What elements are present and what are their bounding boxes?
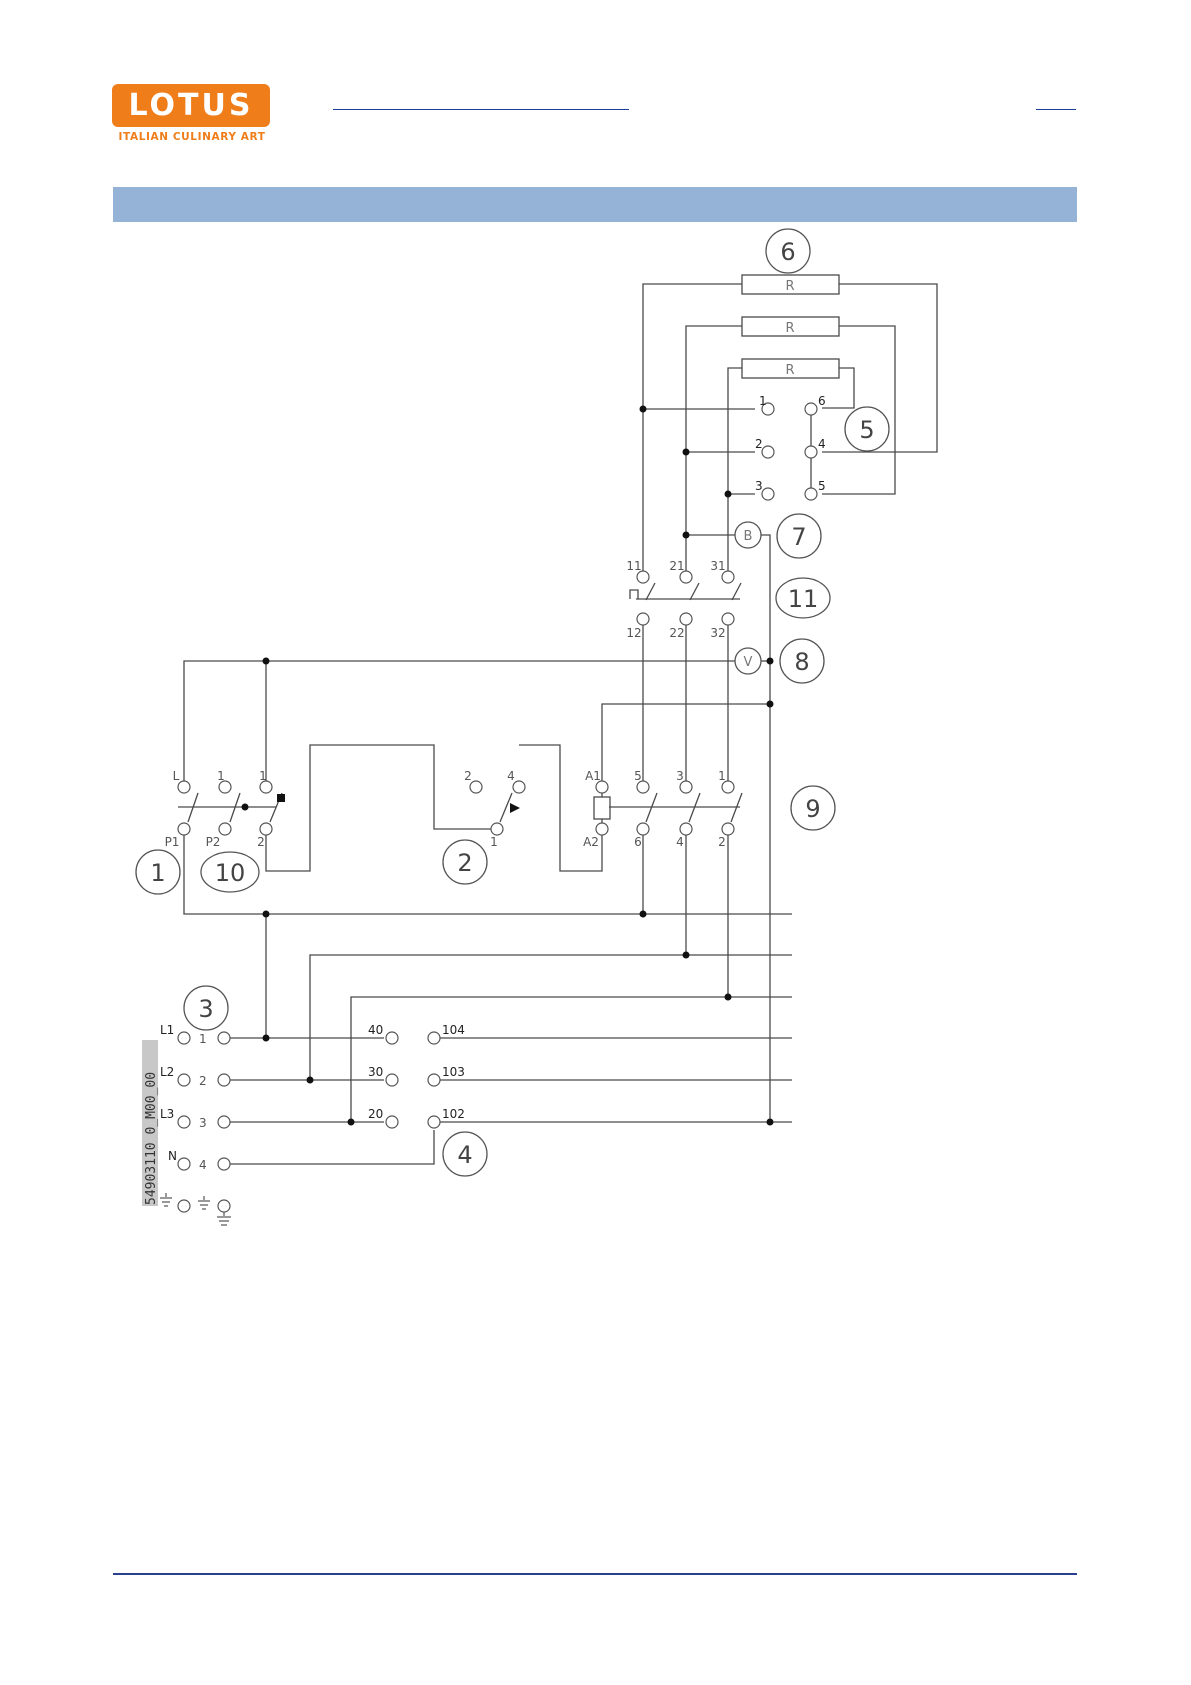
- svg-text:11: 11: [788, 585, 819, 613]
- svg-text:4: 4: [818, 437, 826, 451]
- svg-text:N: N: [168, 1149, 177, 1163]
- svg-text:2: 2: [457, 849, 472, 877]
- svg-text:A2: A2: [583, 835, 599, 849]
- svg-text:3: 3: [198, 995, 213, 1023]
- svg-text:P1: P1: [165, 835, 180, 849]
- svg-text:2: 2: [464, 769, 472, 783]
- svg-text:1: 1: [199, 1032, 207, 1046]
- svg-text:31: 31: [710, 559, 725, 573]
- svg-text:4: 4: [676, 835, 684, 849]
- svg-text:11: 11: [626, 559, 641, 573]
- resistor-label: R: [785, 363, 794, 378]
- drawing-code: 54903110 0_M00_00: [144, 1072, 159, 1205]
- svg-text:22: 22: [669, 626, 684, 640]
- svg-text:30: 30: [368, 1065, 383, 1079]
- terminal-3-labels: L1 L2 L3 N 1 2 3 4: [160, 1023, 207, 1172]
- switch-1-10-labels: L 1 1 P1 P2 2: [165, 769, 267, 849]
- svg-text:4: 4: [199, 1158, 207, 1172]
- svg-text:A1: A1: [585, 769, 601, 783]
- svg-text:1: 1: [718, 769, 726, 783]
- svg-text:1: 1: [490, 835, 498, 849]
- svg-text:2: 2: [755, 437, 763, 451]
- svg-text:12: 12: [626, 626, 641, 640]
- svg-text:5: 5: [634, 769, 642, 783]
- thermostat-arrow: [510, 803, 520, 813]
- mushroom-actuator: [277, 794, 285, 802]
- svg-text:1: 1: [759, 394, 767, 408]
- svg-text:L2: L2: [160, 1065, 174, 1079]
- svg-text:L1: L1: [160, 1023, 174, 1037]
- svg-text:3: 3: [199, 1116, 207, 1130]
- resistor-label: R: [785, 321, 794, 336]
- thermostat-2-labels: 2 4 1: [464, 769, 515, 849]
- svg-text:6: 6: [780, 238, 795, 266]
- svg-text:5: 5: [859, 416, 874, 444]
- indicator-lamps: [735, 522, 761, 674]
- svg-text:3: 3: [755, 479, 763, 493]
- svg-text:103: 103: [442, 1065, 465, 1079]
- svg-text:6: 6: [818, 394, 826, 408]
- footer-rule: [113, 1573, 1077, 1575]
- svg-text:1: 1: [259, 769, 267, 783]
- svg-text:P2: P2: [206, 835, 221, 849]
- svg-text:L: L: [173, 769, 180, 783]
- resistor-label: R: [785, 279, 794, 294]
- svg-text:102: 102: [442, 1107, 465, 1121]
- svg-text:1: 1: [217, 769, 225, 783]
- svg-text:40: 40: [368, 1023, 383, 1037]
- lamp-v-label: V: [744, 655, 753, 670]
- wires: [178, 284, 937, 1164]
- svg-text:6: 6: [634, 835, 642, 849]
- svg-text:32: 32: [710, 626, 725, 640]
- svg-text:5: 5: [818, 479, 826, 493]
- lamp-b-label: B: [744, 529, 753, 544]
- svg-text:4: 4: [507, 769, 515, 783]
- svg-text:8: 8: [794, 648, 809, 676]
- svg-text:1: 1: [150, 859, 165, 887]
- svg-text:L3: L3: [160, 1107, 174, 1121]
- svg-text:104: 104: [442, 1023, 465, 1037]
- svg-text:3: 3: [676, 769, 684, 783]
- svg-text:4: 4: [457, 1141, 472, 1169]
- junction-dots: [242, 406, 774, 1126]
- svg-text:2: 2: [257, 835, 265, 849]
- svg-text:21: 21: [669, 559, 684, 573]
- svg-text:2: 2: [718, 835, 726, 849]
- svg-text:20: 20: [368, 1107, 383, 1121]
- svg-text:9: 9: [805, 795, 820, 823]
- svg-text:7: 7: [791, 523, 806, 551]
- svg-text:10: 10: [215, 859, 246, 887]
- svg-text:2: 2: [199, 1074, 207, 1088]
